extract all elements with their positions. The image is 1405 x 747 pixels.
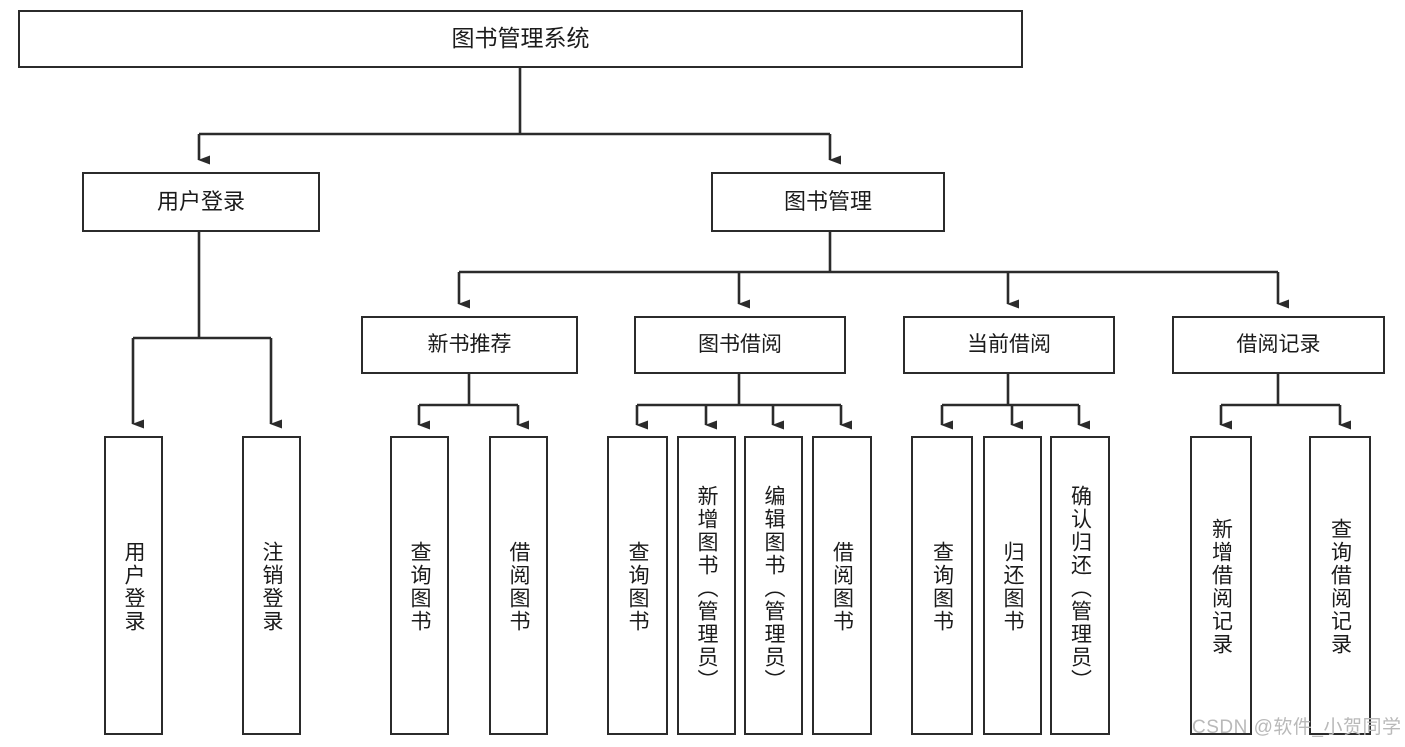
node-leaf-logout[interactable]: 注销登录 (242, 436, 301, 735)
csdn-watermark: CSDN @软件_小贺同学 (1192, 717, 1402, 738)
node-leaf-return-book-label: 归还图书 (1001, 540, 1024, 633)
node-leaf-confirm-return[interactable]: 确认归还（管理员） (1050, 436, 1110, 735)
node-leaf-borrow-book-1[interactable]: 借阅图书 (489, 436, 548, 735)
node-leaf-add-record-label: 新增借阅记录 (1209, 517, 1233, 656)
node-leaf-edit-book-label: 编辑图书（管理员） (762, 485, 785, 692)
node-current-borrow-label: 当前借阅 (967, 333, 1051, 357)
node-user-login-label: 用户登录 (156, 188, 245, 214)
node-leaf-query-book-1-label: 查询图书 (408, 540, 431, 633)
node-leaf-query-book-3[interactable]: 查询图书 (911, 436, 973, 735)
node-leaf-add-book[interactable]: 新增图书（管理员） (677, 436, 736, 735)
node-leaf-edit-book[interactable]: 编辑图书（管理员） (744, 436, 803, 735)
node-leaf-borrow-book-2[interactable]: 借阅图书 (812, 436, 872, 735)
node-root-label: 图书管理系统 (451, 25, 590, 52)
node-leaf-query-book-2-label: 查询图书 (626, 540, 649, 633)
node-leaf-query-record-label: 查询借阅记录 (1328, 517, 1352, 656)
node-new-book-recommend[interactable]: 新书推荐 (361, 316, 578, 374)
node-leaf-borrow-book-2-label: 借阅图书 (830, 540, 854, 633)
node-leaf-query-book-1[interactable]: 查询图书 (390, 436, 449, 735)
node-leaf-user-login[interactable]: 用户登录 (104, 436, 163, 735)
node-leaf-borrow-book-1-label: 借阅图书 (507, 540, 530, 633)
node-user-login[interactable]: 用户登录 (82, 172, 320, 232)
node-book-borrow[interactable]: 图书借阅 (634, 316, 846, 374)
node-book-management-label: 图书管理 (783, 188, 872, 214)
node-leaf-return-book[interactable]: 归还图书 (983, 436, 1042, 735)
node-borrow-record[interactable]: 借阅记录 (1172, 316, 1385, 374)
node-leaf-add-record[interactable]: 新增借阅记录 (1190, 436, 1252, 735)
node-root[interactable]: 图书管理系统 (18, 10, 1023, 68)
node-book-management[interactable]: 图书管理 (711, 172, 945, 232)
node-borrow-record-label: 借阅记录 (1236, 333, 1321, 357)
node-leaf-query-record[interactable]: 查询借阅记录 (1309, 436, 1371, 735)
node-leaf-confirm-return-label: 确认归还（管理员） (1068, 485, 1092, 692)
node-new-book-recommend-label: 新书推荐 (427, 333, 512, 357)
node-leaf-query-book-3-label: 查询图书 (930, 540, 954, 633)
node-current-borrow[interactable]: 当前借阅 (903, 316, 1115, 374)
node-leaf-logout-label: 注销登录 (260, 540, 283, 633)
node-leaf-user-login-label: 用户登录 (122, 540, 145, 633)
node-book-borrow-label: 图书借阅 (698, 333, 782, 357)
node-leaf-add-book-label: 新增图书（管理员） (695, 485, 718, 692)
node-leaf-query-book-2[interactable]: 查询图书 (607, 436, 668, 735)
